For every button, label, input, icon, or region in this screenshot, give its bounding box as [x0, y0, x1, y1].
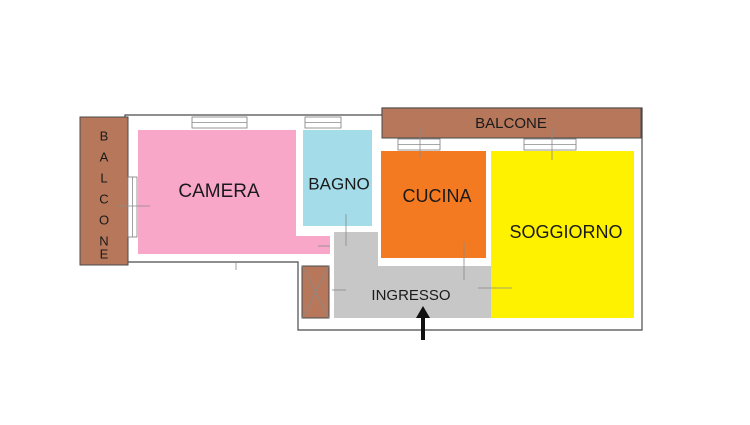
- balcony-left: [79, 116, 129, 266]
- room-label-cucina: CUCINA: [402, 186, 471, 206]
- entrance-arrow-icon: [416, 306, 430, 340]
- room-label-soggiorno: SOGGIORNO: [509, 222, 622, 242]
- balcony-left-letter: E: [100, 246, 109, 261]
- room-soggiorno: [491, 151, 634, 318]
- room-camera: [138, 130, 330, 254]
- balcony-left-letter: C: [99, 191, 108, 206]
- room-label-camera: CAMERA: [178, 181, 260, 202]
- room-cucina: [381, 151, 486, 258]
- balcony-left-letter: B: [100, 128, 109, 143]
- closet-cross-line: [301, 265, 330, 319]
- balcony-left-letter: N: [99, 233, 108, 248]
- balcony-left-label: B A L C O N E: [99, 128, 109, 261]
- room-label-bagno: BAGNO: [308, 174, 369, 193]
- balcony-top-label: BALCONE: [475, 115, 547, 132]
- room-label-ingresso: INGRESSO: [371, 287, 450, 304]
- balcony-left-letter: O: [99, 212, 109, 227]
- windows: [127, 116, 577, 238]
- balcony-left-letter: A: [100, 149, 109, 164]
- room-bagno: [303, 130, 372, 226]
- room-ingresso: [334, 232, 491, 318]
- doors: [118, 128, 553, 291]
- balcony-left-letter: L: [100, 170, 107, 185]
- balcony-top: [381, 107, 642, 139]
